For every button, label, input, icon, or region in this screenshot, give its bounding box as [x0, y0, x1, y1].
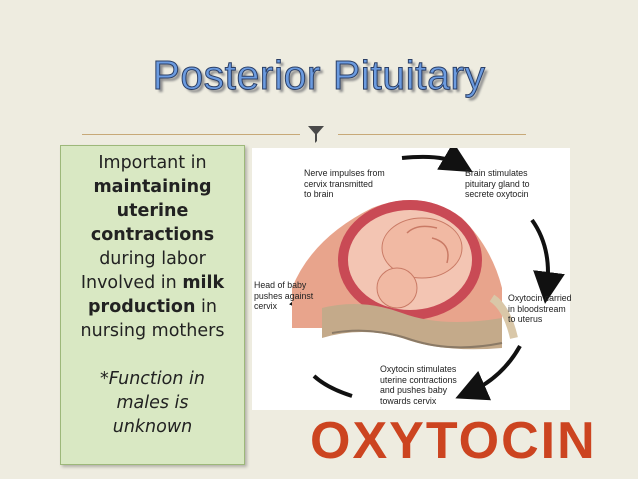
funnel-icon [308, 126, 324, 143]
info-textbox: Important in maintaining uterine contrac… [60, 145, 245, 465]
text-fragment-bold: production [88, 297, 196, 317]
text-line: nursing mothers [80, 321, 225, 341]
text-fragment: Involved in [80, 273, 183, 293]
baby-head [376, 267, 418, 309]
spine [489, 294, 518, 339]
text-line: during labor [99, 249, 206, 269]
text-line-bold: maintaining [93, 177, 212, 197]
text-line-bold: uterine [116, 201, 189, 221]
oxytocin-heading: OXYTOCIN [310, 412, 597, 470]
pelvis [322, 304, 502, 350]
text-fragment: in [195, 297, 217, 317]
text-line-italic: *Function in [100, 369, 205, 389]
title-rule-right [338, 134, 526, 135]
cycle-arrow [401, 142, 473, 173]
diagram-illustration [288, 142, 565, 401]
cycle-arrow [530, 218, 565, 304]
text-line-italic: males is [116, 393, 189, 413]
text-line-bold: contractions [90, 225, 215, 245]
baby-body [381, 217, 463, 279]
text-fragment-bold: milk [182, 273, 225, 293]
title-rule-left [82, 134, 300, 135]
slide-title: Posterior Pituitary [152, 52, 486, 99]
cycle-arrow [312, 374, 353, 398]
text-line-italic: unknown [112, 417, 193, 437]
text-line: Important in [98, 153, 207, 173]
cycle-arrow [455, 345, 522, 401]
